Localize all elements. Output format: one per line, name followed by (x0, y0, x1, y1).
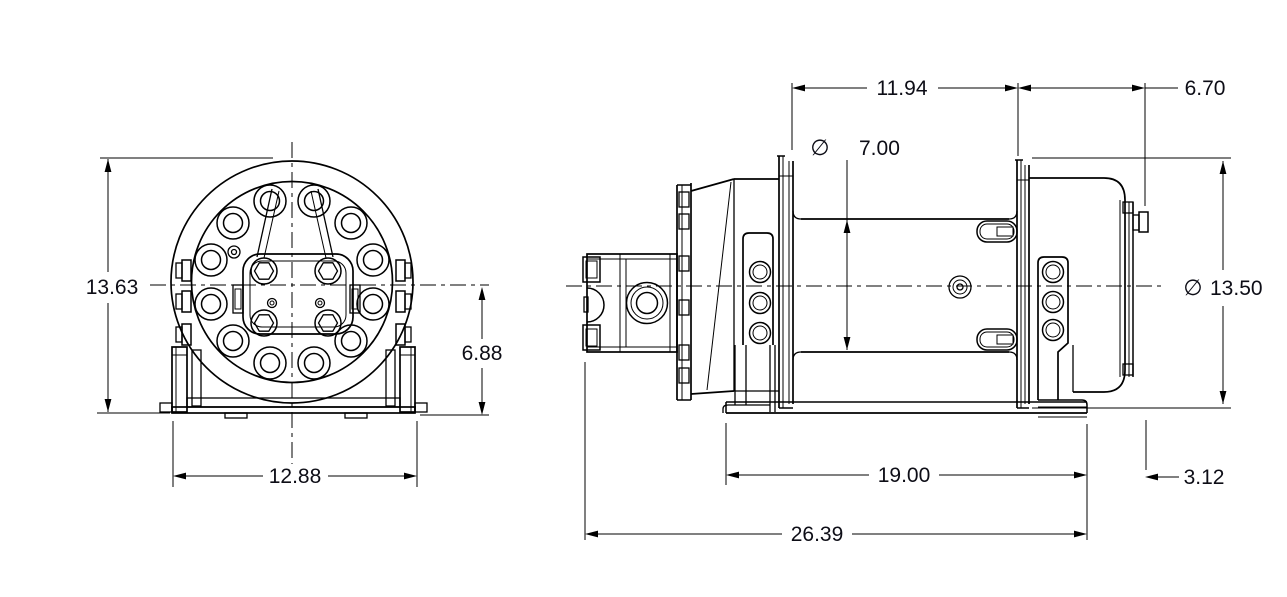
dim-overall-height: 13.63 (86, 157, 273, 414)
drum-center-fitting (948, 275, 972, 299)
flange-bolt-lugs (194, 184, 390, 380)
dim-text-overall-height: 13.63 (86, 276, 139, 299)
dim-text-drum-diameter: 7.00 (859, 137, 900, 160)
dim-end-offset: 3.12 (1145, 420, 1224, 489)
dimensions: 13.63 12.88 6.88 11.94 6.70 (86, 77, 1263, 546)
left-support-bracket (722, 232, 776, 413)
dim-text-overall-length: 26.39 (791, 523, 844, 546)
gear-housing (1029, 177, 1149, 393)
dim-text-end-offset: 3.12 (1184, 466, 1225, 489)
diameter-symbol: ∅ (1183, 276, 1202, 301)
dim-overall-length: 26.39 (584, 362, 1087, 546)
dim-base-width: 12.88 (172, 421, 418, 488)
front-view-mounting-base (159, 346, 428, 419)
side-view (566, 155, 1164, 418)
dim-text-base-length: 19.00 (878, 464, 931, 487)
left-drum-flange (777, 155, 794, 409)
side-view-mounting-base (725, 401, 1087, 418)
dim-text-flange-diameter: 13.50 (1210, 277, 1263, 300)
rim-side-bolts (175, 259, 412, 346)
front-view (150, 142, 489, 464)
right-drum-flange (1015, 159, 1030, 409)
motor-boss (586, 287, 605, 323)
dim-base-length: 19.00 (725, 423, 1088, 540)
drum-flange-outer-circle (170, 160, 414, 404)
diameter-symbol: ∅ (810, 136, 829, 161)
motor-end-housing (690, 178, 779, 395)
dim-drum-length: 11.94 (791, 77, 1019, 156)
cable-guide-lines (256, 188, 334, 259)
motor-port-circle (625, 281, 669, 325)
dim-flange-diameter: ∅ 13.50 (1032, 157, 1263, 409)
dim-text-centerline-height: 6.88 (462, 342, 503, 365)
end-cover-bolt (1132, 214, 1140, 231)
dim-text-drum-length: 11.94 (877, 77, 928, 100)
cable-anchor-slot-top (976, 220, 1018, 243)
motor-shaft-end (583, 296, 589, 313)
motor-adapter-plate (676, 183, 692, 401)
dowel-pin-hole (227, 245, 241, 259)
drum-flange-inner-circle (190, 180, 394, 384)
cable-anchor-slot-bottom (976, 328, 1018, 351)
dim-text-end-length: 6.70 (1185, 77, 1226, 100)
dim-drum-diameter: ∅ 7.00 (810, 136, 900, 350)
dim-end-length: 6.70 (1018, 77, 1225, 206)
winch-drum-barrel (792, 210, 1018, 361)
dim-centerline-height: 6.88 (420, 287, 503, 416)
right-support-bracket (1037, 256, 1088, 413)
dim-text-base-width: 12.88 (269, 465, 322, 488)
center-clamp-assembly (232, 253, 361, 337)
hydraulic-motor (582, 253, 678, 353)
